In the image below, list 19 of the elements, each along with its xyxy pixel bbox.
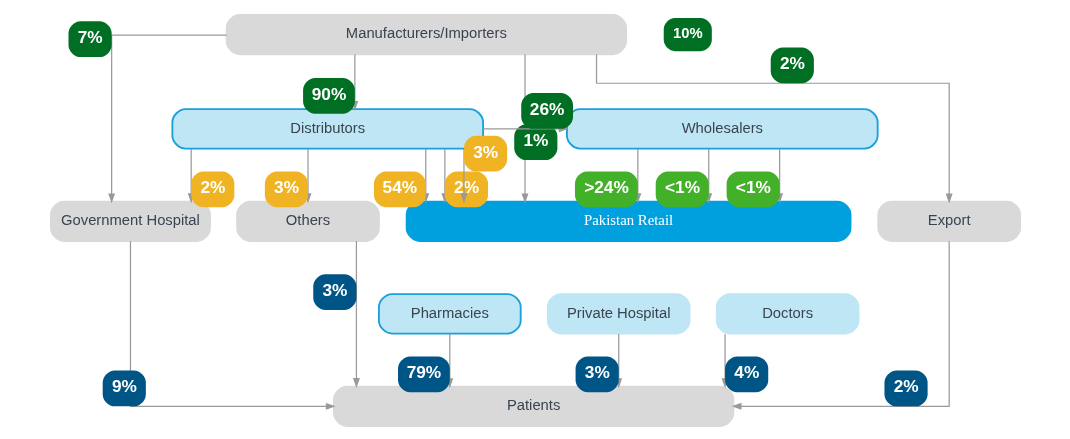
edge-label: 2%	[199, 177, 225, 198]
label: 10%	[672, 24, 703, 41]
edge-label: 1%	[522, 130, 548, 151]
edge-label: 79%	[406, 362, 441, 383]
edge-label: 2%	[779, 53, 805, 74]
edge-label: 2%	[453, 177, 479, 198]
edge-label: 2%	[893, 376, 919, 397]
edge-label: <1%	[664, 177, 700, 198]
edge-label: 26%	[529, 98, 564, 119]
edge-label: 9%	[111, 376, 137, 397]
edge-label: >24%	[583, 177, 629, 198]
edge-label: 3%	[273, 177, 299, 198]
edge-label: 3%	[322, 279, 347, 300]
edge-label: 54%	[382, 177, 417, 198]
edge-label: 90%	[311, 83, 346, 104]
edge-label: <1%	[735, 177, 771, 198]
edge-label: 7%	[77, 27, 103, 48]
edge-label: 3%	[584, 362, 610, 383]
edge-label: 4%	[733, 362, 759, 383]
